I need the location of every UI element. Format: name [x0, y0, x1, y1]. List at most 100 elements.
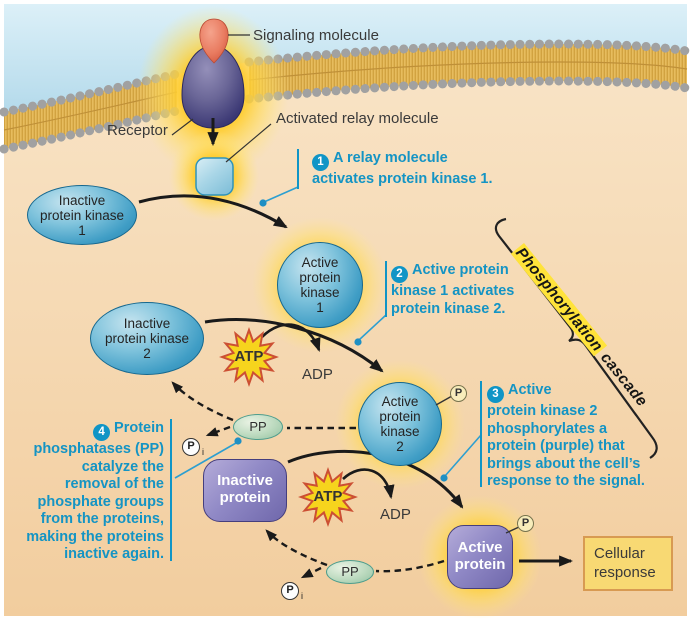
phosphate-on-pk2: P	[450, 385, 467, 402]
step2-bar	[385, 261, 387, 317]
signaling-molecule-shape	[199, 18, 229, 64]
dashed-arrows	[171, 381, 445, 579]
node-active-protein-kinase-1: Active protein kinase 1	[277, 242, 363, 328]
inorganic-phosphate-1: P i	[182, 438, 204, 457]
pp-label: PP	[249, 419, 267, 434]
node-label-line: protein	[379, 409, 421, 424]
pp-label: PP	[341, 564, 359, 579]
atp2-label: ATP	[310, 488, 346, 505]
node-label-line: kinase	[380, 424, 420, 439]
step-text: catalyze the	[81, 458, 164, 475]
step-text: response to the signal.	[487, 473, 645, 490]
pp-to-inactive-pk2-dashed	[171, 381, 234, 422]
node-label-line: 1	[78, 223, 86, 238]
phosphate-label: P	[454, 387, 463, 399]
node-active-protein-kinase-2: Active protein kinase 2	[358, 382, 442, 466]
node-label-line: protein kinase	[39, 208, 125, 223]
node-label-line: kinase	[300, 285, 340, 300]
node-label-line: protein	[454, 556, 506, 573]
cellular-response-box: Cellular response	[583, 536, 673, 591]
receptor-leader-line	[171, 118, 194, 136]
atp1-label: ATP	[231, 348, 267, 365]
node-inactive-protein-kinase-1: Inactive protein kinase 1	[27, 185, 137, 245]
leader-lines	[171, 34, 272, 163]
pi-subscript: i	[202, 447, 204, 457]
step-text: protein kinase 2.	[391, 300, 506, 317]
step-text: Active protein	[412, 262, 509, 278]
step-text: kinase 1 activates	[391, 283, 515, 300]
adp-text: ADP	[380, 506, 411, 523]
pi-label: P	[286, 584, 294, 596]
pk1-activation-arrow	[138, 194, 288, 229]
plasma-membrane	[0, 39, 691, 154]
step-text: phosphorylates a	[487, 420, 608, 437]
adp1-label: ADP	[302, 366, 333, 383]
atp-text: ATP	[313, 488, 343, 505]
node-label-line: 2	[143, 346, 151, 361]
step-text: brings about the cell’s	[487, 455, 641, 472]
adp2-label: ADP	[380, 506, 411, 523]
pk2-activation-arrow	[204, 318, 384, 373]
step4-number-badge: 4	[93, 424, 111, 442]
callout-lines	[174, 186, 482, 479]
atp-stars	[219, 327, 358, 527]
node-label-line: Active	[457, 539, 503, 556]
step-text: protein kinase 2	[487, 403, 598, 420]
phosphate-on-active-protein: P	[517, 515, 534, 532]
step-text: from the proteins,	[40, 511, 164, 528]
step1-bar	[297, 149, 299, 189]
node-label-line: Active	[301, 255, 339, 270]
step1-number-badge: 1	[312, 154, 329, 172]
signaling-molecule-label: Signaling molecule	[253, 27, 379, 44]
label-text: Activated relay molecule	[276, 110, 439, 127]
atp-adp-arrow-1	[261, 323, 321, 352]
pp1-pi-release-dashed	[205, 425, 231, 437]
step-text: inactive again.	[64, 546, 164, 563]
phosphate-label: P	[521, 517, 530, 529]
node-label-line: protein	[219, 489, 271, 506]
node-label-line: Active	[381, 394, 419, 409]
node-label-line: Inactive	[58, 193, 106, 208]
label-text: Receptor	[107, 122, 168, 139]
step-text: phosphatases (PP)	[33, 441, 164, 458]
step-text: A relay molecule	[333, 150, 448, 166]
pi-subscript: i	[301, 591, 303, 601]
node-label-line: Cellular	[594, 545, 645, 562]
node-label-line: 2	[396, 439, 404, 454]
receptor-label: Receptor	[107, 122, 168, 139]
atp-adp-arrow-2	[342, 468, 395, 500]
atp1-star	[219, 327, 279, 387]
relay-molecule-shape	[195, 157, 234, 196]
node-protein-phosphatase-2: PP	[326, 560, 374, 584]
label-text: Signaling molecule	[253, 27, 379, 44]
step-text: activates protein kinase 1.	[312, 171, 493, 188]
step-text: Protein	[114, 420, 164, 436]
activated-relay-label: Activated relay molecule	[276, 110, 439, 127]
node-inactive-protein: Inactive protein	[203, 459, 287, 522]
node-label-line: protein	[299, 270, 341, 285]
step2-number-badge: 2	[391, 266, 408, 284]
node-label-line: Inactive	[217, 472, 273, 489]
cascade-brace	[494, 217, 658, 459]
node-protein-phosphatase-1: PP	[233, 414, 283, 440]
node-label-line: 1	[316, 300, 324, 315]
pi-label: P	[187, 440, 195, 452]
node-label-line: protein kinase	[104, 331, 190, 346]
step3-number-badge: 3	[487, 386, 504, 404]
callout-dots	[234, 199, 448, 482]
inorganic-phosphate-2: P i	[281, 582, 303, 601]
step-text: protein (purple) that	[487, 438, 625, 455]
adp-text: ADP	[302, 366, 333, 383]
pp2-pi-release-dashed	[300, 566, 322, 579]
atp2-star	[298, 467, 358, 527]
step4-bar	[170, 419, 172, 561]
node-label-line: response	[594, 564, 656, 581]
node-active-protein: Active protein	[447, 525, 513, 589]
step-text: removal of the	[64, 476, 164, 493]
relay-leader-line	[225, 123, 272, 163]
